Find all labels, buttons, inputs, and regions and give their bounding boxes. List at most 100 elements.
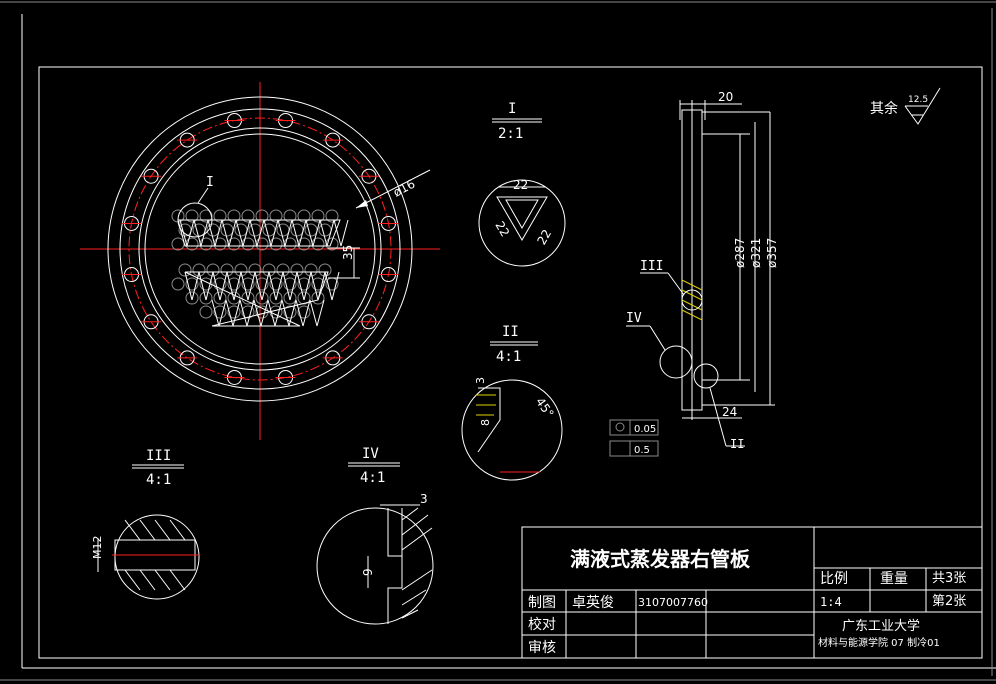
- checked-label: 校对: [528, 616, 556, 633]
- side-dim-d2: ø321: [749, 238, 763, 268]
- side-mark-IV: IV: [626, 311, 642, 326]
- tube-lattice-line: [256, 219, 265, 247]
- tube-hole: [255, 277, 269, 291]
- tube-hole: [276, 223, 290, 237]
- drawn-id: 3107007760: [638, 596, 708, 609]
- detail-I: I 2:1 22 22 22: [478, 101, 566, 267]
- roughness-label: 其余: [870, 100, 898, 117]
- tube-lattice-line: [333, 219, 342, 247]
- detail-IV-dim-9: 9: [361, 568, 375, 576]
- main-view: I ø16 35: [80, 82, 440, 440]
- dept-name: 材料与能源学院 07 制冷01: [818, 636, 940, 649]
- tube-hole: [206, 263, 220, 277]
- tube-hole: [227, 209, 241, 223]
- drawing-border: [38, 66, 983, 659]
- tube-lattice-line: [289, 271, 298, 301]
- tube-lattice-line: [249, 219, 258, 247]
- detail-III-label: III: [146, 448, 171, 464]
- tube-lattice-line: [239, 299, 248, 327]
- tube-lattice-line: [225, 299, 234, 327]
- tube-lattice-line: [205, 271, 214, 301]
- tube-lattice-line: [331, 271, 340, 301]
- detail-IV-label: IV: [362, 446, 379, 462]
- tube-hole: [199, 305, 213, 319]
- tube-lattice-line: [277, 219, 286, 247]
- tube-hole: [269, 291, 283, 305]
- tube-lattice-line: [219, 271, 228, 301]
- tube-hole: [213, 209, 227, 223]
- dim-pitch: 35: [341, 245, 355, 260]
- tube-lattice-line: [232, 299, 241, 327]
- total-sheets: 共3张: [932, 571, 966, 586]
- tube-hole: [241, 305, 255, 319]
- tube-hole: [185, 291, 199, 305]
- tube-hole: [171, 277, 185, 291]
- tube-hole: [255, 291, 269, 305]
- tube-lattice-line: [326, 219, 335, 247]
- tube-lattice-line: [281, 299, 290, 327]
- tube-hole: [304, 263, 318, 277]
- tube-lattice-line: [200, 219, 209, 247]
- tube-lattice-line: [275, 271, 284, 301]
- tube-lattice-line: [218, 299, 227, 327]
- reviewed-label: 审核: [528, 640, 556, 656]
- tube-lattice-line: [261, 271, 270, 301]
- tube-hole: [192, 223, 206, 237]
- tube-lattice-line: [340, 219, 349, 247]
- tube-lattice-line: [268, 271, 277, 301]
- detail-II-dim-8: 8: [479, 419, 492, 426]
- detail-II-dim-45: 45°: [533, 395, 557, 420]
- tube-lattice-line: [263, 219, 272, 247]
- tube-hole: [248, 263, 262, 277]
- tube-hole: [297, 291, 311, 305]
- drawing-title: 满液式蒸发器右管板: [570, 547, 751, 571]
- tube-hole: [220, 263, 234, 277]
- tube-hole: [276, 263, 290, 277]
- tube-lattice-line: [295, 299, 304, 327]
- roughness-value: 12.5: [908, 95, 928, 105]
- tube-hole: [199, 277, 213, 291]
- ratio-label: 比例: [820, 571, 848, 587]
- tube-lattice-line: [186, 219, 195, 247]
- tube-hole: [248, 223, 262, 237]
- tube-hole: [297, 305, 311, 319]
- weight-label: 重量: [880, 571, 908, 587]
- tube-hole: [318, 263, 332, 277]
- tube-hole: [234, 263, 248, 277]
- side-dim-d3: ø357: [765, 238, 779, 268]
- tube-lattice-line: [316, 299, 325, 327]
- tube-hole: [311, 209, 325, 223]
- dim-hole: ø16: [391, 177, 418, 200]
- tube-hole: [311, 291, 325, 305]
- tube-lattice-line: [310, 271, 319, 301]
- side-dim-d1: ø287: [733, 238, 747, 268]
- tube-lattice-line: [211, 299, 220, 327]
- tube-hole: [283, 305, 297, 319]
- detail-I-dim-left: 22: [492, 219, 512, 239]
- tube-hole: [171, 237, 185, 251]
- tube-lattice-line: [305, 219, 314, 247]
- tube-hole: [262, 263, 276, 277]
- tube-hole: [227, 305, 241, 319]
- tube-hole: [283, 209, 297, 223]
- tube-hole: [290, 223, 304, 237]
- tube-lattice-line: [226, 271, 235, 301]
- side-dim-bottom: 24: [722, 405, 737, 419]
- tube-lattice-line: [298, 219, 307, 247]
- tube-hole: [213, 305, 227, 319]
- detail-I-scale: 2:1: [498, 126, 523, 142]
- tube-hole: [283, 291, 297, 305]
- tube-lattice-line: [184, 271, 193, 301]
- detail-II: II 4:1 3 8 45°: [461, 324, 563, 481]
- side-tol-flatness: 0.5: [634, 445, 650, 456]
- tube-lattice-line: [274, 299, 283, 327]
- sheet-no: 第2张: [932, 594, 966, 609]
- detail-IV: IV 4:1 3 9: [316, 446, 434, 625]
- tube-hole: [220, 223, 234, 237]
- tube-hole: [325, 209, 339, 223]
- tube-hole: [304, 223, 318, 237]
- ratio-value: 1:4: [820, 595, 842, 609]
- detail-III: III 4:1 M12: [91, 448, 200, 600]
